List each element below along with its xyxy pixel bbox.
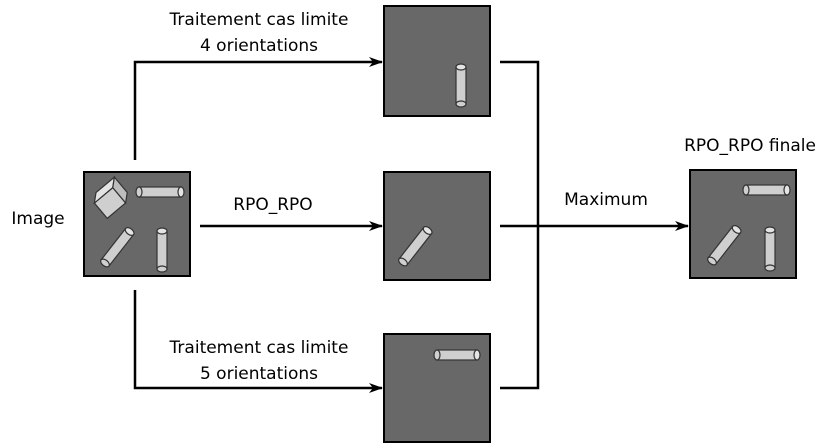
tilted-box-shape (93, 175, 128, 220)
bottom-branch-label-line2: 5 orientations (200, 364, 318, 384)
bottom-branch-label-line1: Traitement cas limite (169, 338, 349, 358)
vertical-cylinder-shape (764, 226, 776, 272)
diagonal-cylinder-shape (100, 226, 135, 268)
middle-branch-label: RPO_RPO (233, 195, 312, 215)
bottom-result-panel (383, 333, 491, 443)
diagonal-cylinder-shape (398, 225, 433, 267)
middle-result-panel (383, 171, 491, 281)
diagonal-cylinder-shape (707, 224, 742, 266)
output-label: RPO_RPO finale (684, 136, 816, 156)
horizontal-cylinder-shape (135, 186, 185, 198)
top-branch-label-line1: Traitement cas limite (169, 10, 349, 30)
top-branch-label-line2: 4 orientations (200, 36, 318, 56)
output-panel (689, 169, 797, 279)
horizontal-cylinder-shape (433, 349, 481, 361)
connectors (133, 57, 689, 393)
arrow-to-bottom-panel (133, 290, 383, 393)
vertical-cylinder-shape (455, 63, 467, 108)
top-result-panel (383, 5, 491, 117)
input-label: Image (11, 209, 64, 229)
vertical-cylinder-shape (156, 227, 168, 273)
arrow-to-top-panel (133, 57, 383, 160)
merge-label: Maximum (564, 190, 648, 210)
input-image-panel (83, 171, 191, 277)
horizontal-cylinder-shape (742, 184, 791, 196)
